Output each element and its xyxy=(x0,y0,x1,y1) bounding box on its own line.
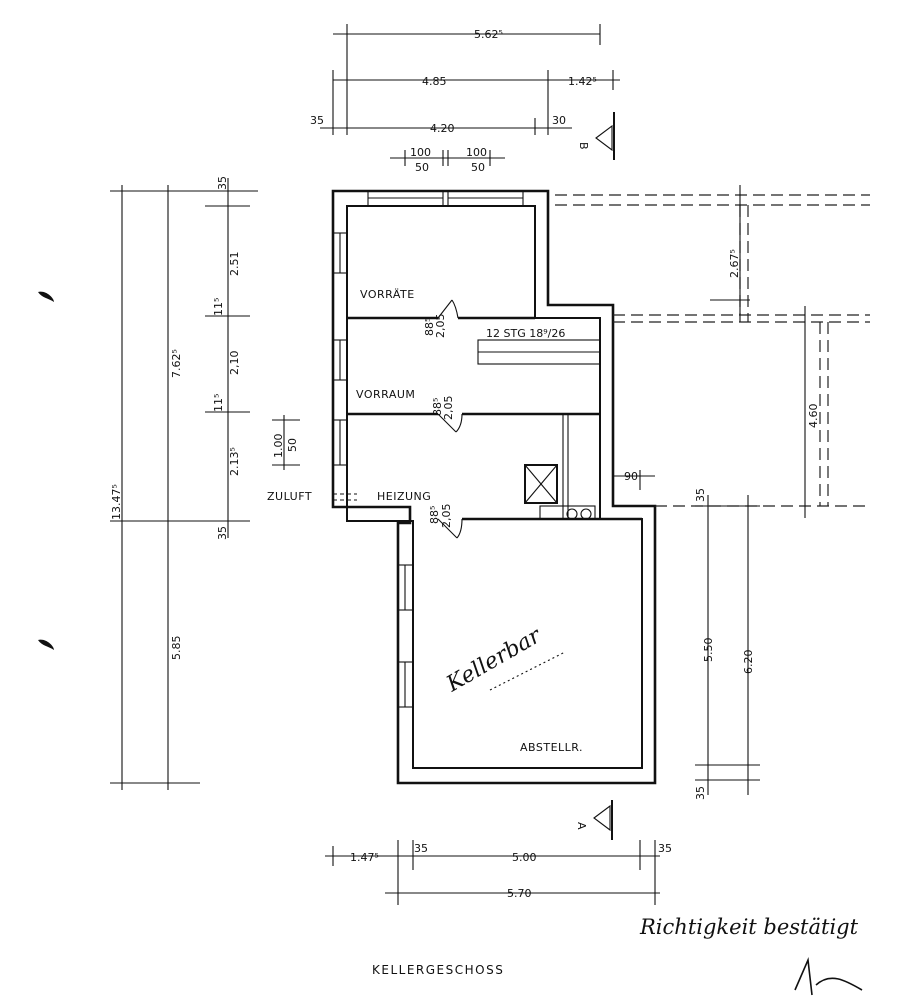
dim-left-210: 2,10 xyxy=(228,351,241,376)
zuluft-label: ZULUFT xyxy=(267,490,312,503)
neighbor-outline xyxy=(555,194,870,507)
door-swings xyxy=(437,299,463,539)
room-label-vorraum: VORRAUM xyxy=(356,388,415,401)
dim-top-inner: 4.20 xyxy=(430,122,455,135)
dim-bottom-147: 1.47⁵ xyxy=(350,851,379,864)
stair-label: 12 STG 18⁹/26 xyxy=(486,327,565,340)
dim-right-460: 4.60 xyxy=(807,404,820,429)
dim-right-620: 6.20 xyxy=(742,650,755,675)
dim-left-251: 2.51 xyxy=(228,252,241,277)
dim-left-213: 2.13⁵ xyxy=(228,447,241,476)
dim-top-35: 35 xyxy=(310,114,324,127)
section-marker-b: B xyxy=(577,112,615,160)
section-marker-a-label: A xyxy=(575,822,588,830)
staircase xyxy=(477,339,601,365)
dim-vent-sub: 50 xyxy=(286,438,299,452)
dim-left-lower: 5.85 xyxy=(170,636,183,661)
dim-left-upper: 7.62⁵ xyxy=(170,349,183,378)
door-2-height: 2,05 xyxy=(442,396,455,421)
door-3-height: 2,05 xyxy=(440,504,453,529)
dim-window-1-sub: 50 xyxy=(415,161,429,174)
dim-top-30: 30 xyxy=(552,114,566,127)
dim-bottom-500: 5.00 xyxy=(512,851,537,864)
room-label-abstellr: ABSTELLR. xyxy=(520,741,583,754)
dim-right-267: 2.67⁵ xyxy=(728,249,741,278)
dim-top-mid-right: 1.42⁵ xyxy=(568,75,597,88)
door-3-width: 88⁵ xyxy=(428,506,441,524)
door-1-width: 88⁵ xyxy=(423,318,436,336)
drawing-title: KELLERGESCHOSS xyxy=(372,963,504,977)
boiler-symbol xyxy=(524,464,596,520)
handwritten-certification: Richtigkeit bestätigt xyxy=(639,915,859,939)
dim-left-35-top: 35 xyxy=(216,176,229,190)
dim-bottom-570: 5.70 xyxy=(507,887,532,900)
building-walls xyxy=(331,189,657,785)
section-marker-b-label: B xyxy=(577,142,590,150)
door-2-width: 88⁵ xyxy=(431,398,444,416)
scan-mark xyxy=(38,291,54,302)
dim-right-550: 5.50 xyxy=(702,638,715,663)
dim-top-mid: 4.85 xyxy=(422,75,447,88)
dim-bottom-35-right: 35 xyxy=(658,842,672,855)
dim-left-35-bottom: 35 xyxy=(216,526,229,540)
dim-window-1: 100 xyxy=(410,146,431,159)
dimension-lines xyxy=(110,24,806,905)
dim-left-11-1: 11⁵ xyxy=(212,298,225,316)
dim-vent: 1.00 xyxy=(272,434,285,459)
room-label-vorraete: VORRÄTE xyxy=(360,288,415,301)
dim-left-11-2: 11⁵ xyxy=(212,394,225,412)
handwritten-keller-note: Kellerbar xyxy=(442,623,547,698)
dim-window-2: 100 xyxy=(466,146,487,159)
room-label-heizung: HEIZUNG xyxy=(377,490,431,503)
dim-left-total: 13.47⁵ xyxy=(110,484,123,520)
dim-bottom-35-left: 35 xyxy=(414,842,428,855)
section-marker-a: A xyxy=(575,800,613,840)
handwritten-signature xyxy=(794,956,863,996)
dim-window-2-sub: 50 xyxy=(471,161,485,174)
dim-right-35-bottom: 35 xyxy=(694,786,707,800)
dim-top-total: 5.62⁵ xyxy=(474,28,503,41)
door-1-height: 2,05 xyxy=(434,314,447,339)
dim-right-90: 90 xyxy=(624,470,638,483)
dim-right-35-top: 35 xyxy=(694,488,707,502)
scan-mark xyxy=(38,639,54,650)
